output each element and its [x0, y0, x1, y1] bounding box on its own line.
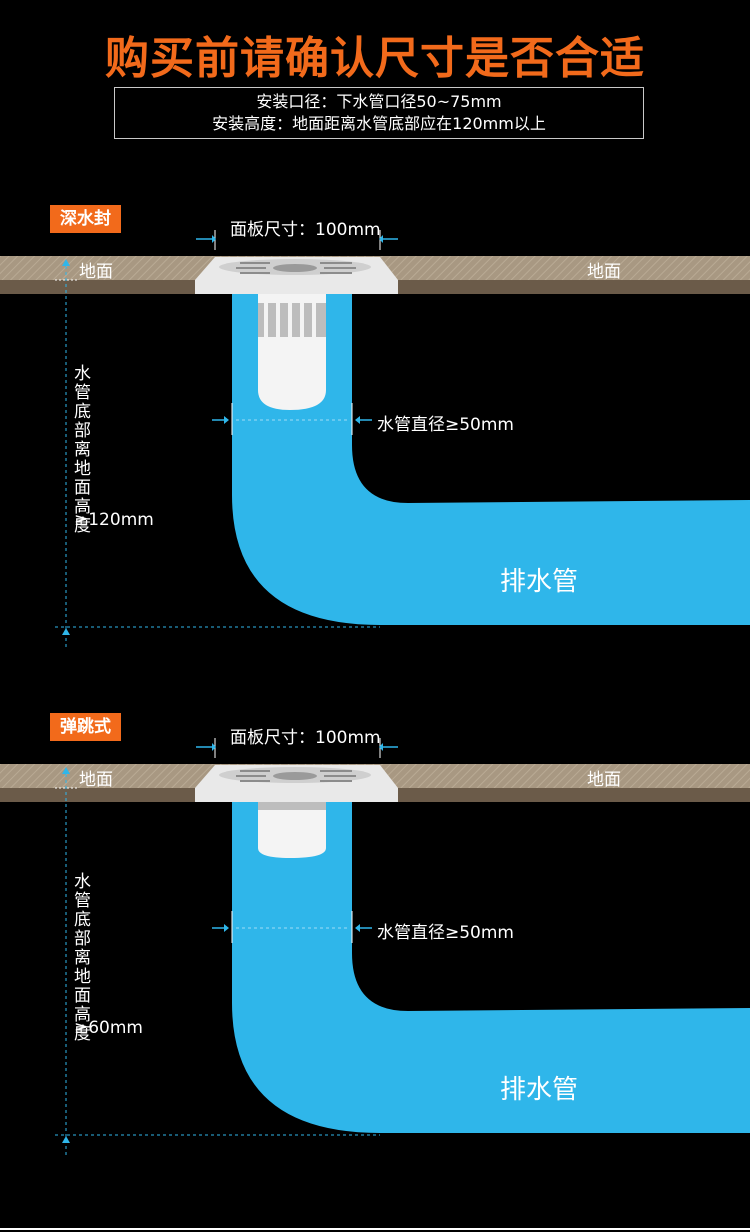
panel-size-label: 面板尺寸：100mm — [230, 220, 381, 240]
pop-up-core — [258, 802, 326, 858]
section-pop-up: 弹跳式 面板尺寸：100mm 地面 地面 水管底部离地面高度 ≥60mm 水管直… — [0, 713, 750, 1213]
install-diameter-text: 安装口径：下水管口径50~75mm — [256, 92, 502, 111]
install-height-text: 安装高度：地面距离水管底部应在120mm以上 — [212, 114, 546, 133]
ground-label-left: 地面 — [79, 262, 113, 282]
pop-up-diagram — [0, 738, 750, 1157]
type-tag: 深水封 — [50, 205, 121, 233]
height-value: ≥120mm — [74, 510, 154, 530]
page-title: 购买前请确认尺寸是否合适 — [105, 33, 645, 84]
type-tag: 弹跳式 — [50, 713, 121, 741]
ground-label-right: 地面 — [587, 262, 621, 282]
pipe-name-label: 排水管 — [500, 1075, 579, 1105]
pipe-diameter-label: 水管直径≥50mm — [377, 923, 514, 943]
bottom-divider — [0, 1228, 750, 1230]
install-info-box: 安装口径：下水管口径50~75mm 安装高度：地面距离水管底部应在120mm以上 — [114, 87, 644, 139]
section-deep-seal: 深水封 面板尺寸：100mm 地面 地面 水管底部离地面高度 ≥120mm 水管… — [0, 205, 750, 705]
height-value: ≥60mm — [74, 1018, 143, 1038]
pipe-diameter-label: 水管直径≥50mm — [377, 415, 514, 435]
pipe-name-label: 排水管 — [500, 567, 579, 597]
height-label: 水管底部离地面高度 — [74, 364, 91, 536]
deep-seal-diagram — [0, 230, 750, 649]
ground-label-left: 地面 — [79, 770, 113, 790]
drain-pipe — [232, 802, 750, 1133]
panel-size-label: 面板尺寸：100mm — [230, 728, 381, 748]
height-label: 水管底部离地面高度 — [74, 872, 91, 1044]
drain-pipe — [232, 294, 750, 625]
ground-label-right: 地面 — [587, 770, 621, 790]
